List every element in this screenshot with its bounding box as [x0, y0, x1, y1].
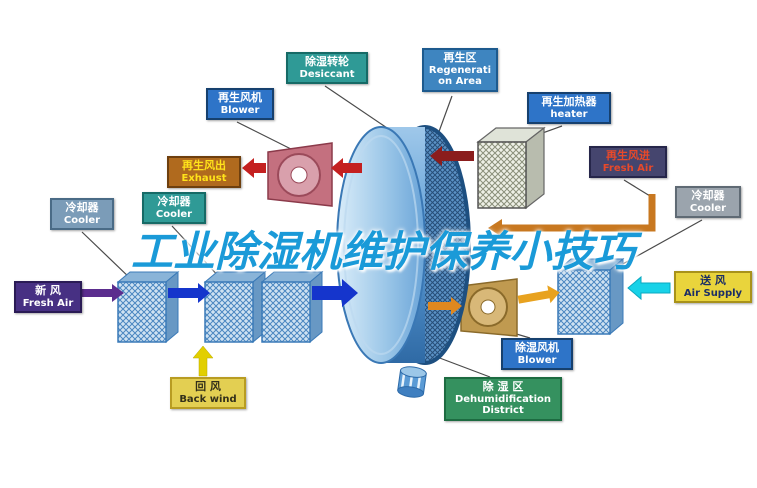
label-desiccant-rotor-en: Desiccant — [299, 68, 355, 80]
label-cooler-mid-left-zh: 冷却器 — [157, 195, 191, 208]
label-regen-area-zh: 再生区 — [443, 51, 477, 64]
label-fresh-air: 新 风 Fresh Air — [14, 281, 82, 314]
coil-left-3 — [260, 270, 324, 344]
regen-fan — [267, 142, 333, 207]
label-dehum-blower: 除湿风机 Blower — [501, 338, 573, 371]
label-dehum-area-zh: 除 湿 区 — [482, 380, 524, 393]
arrow-exhaust-red — [242, 158, 266, 178]
label-dehum-blower-en: Blower — [517, 354, 557, 366]
label-regen-exhaust-zh: 再生风出 — [182, 159, 226, 172]
label-regen-heater-en: heater — [550, 108, 588, 120]
label-dehum-area-en2: District — [482, 405, 524, 417]
label-cooler-right: 冷却器 Cooler — [675, 186, 741, 219]
label-desiccant-rotor-zh: 除湿转轮 — [305, 55, 349, 68]
label-cooler-mid-left-en: Cooler — [155, 208, 193, 220]
label-regen-air-in-zh: 再生风进 — [606, 149, 650, 162]
label-regen-heater-zh: 再生加热器 — [541, 95, 597, 108]
label-dehum-blower-zh: 除湿风机 — [515, 341, 559, 354]
arrow-fresh-air-purple — [82, 284, 124, 302]
label-regen-area-en2: on Area — [438, 76, 482, 88]
label-back-wind: 回 风 Back wind — [170, 377, 246, 410]
label-fresh-air-en: Fresh Air — [22, 297, 74, 309]
coil-left-1 — [116, 270, 180, 344]
arrow-process-blue-1 — [168, 283, 210, 303]
label-regen-blower: 再生风机 Blower — [206, 88, 274, 121]
regen-heater-box — [476, 126, 546, 210]
label-back-wind-en: Back wind — [179, 393, 237, 405]
label-cooler-right-zh: 冷却器 — [691, 189, 725, 202]
label-regen-exhaust: 再生风出 Exhaust — [167, 156, 241, 189]
label-cooler-far-left-zh: 冷却器 — [65, 201, 99, 214]
arrow-rotor-to-fan-red — [331, 158, 362, 178]
page-title: 工业除湿机维护保养小技巧 — [130, 227, 635, 276]
label-desiccant-rotor: 除湿转轮 Desiccant — [286, 52, 368, 85]
arrow-air-supply-cyan — [627, 275, 671, 301]
label-regen-blower-zh: 再生风机 — [218, 91, 262, 104]
supply-fan — [460, 278, 518, 337]
coil-right — [556, 257, 625, 336]
label-cooler-far-left: 冷却器 Cooler — [50, 198, 114, 231]
label-regen-blower-en: Blower — [220, 104, 260, 116]
label-air-supply-en: Air Supply — [683, 287, 743, 299]
arrow-fan-to-coil-gold — [517, 285, 560, 304]
label-back-wind-zh: 回 风 — [195, 380, 221, 393]
label-regen-area-en1: Regenerati — [428, 64, 492, 76]
label-regen-exhaust-en: Exhaust — [181, 172, 227, 184]
label-fresh-air-zh: 新 风 — [35, 284, 61, 297]
label-dehum-area-en1: Dehumidification — [454, 393, 552, 405]
arrow-process-blue-big — [312, 279, 358, 307]
callout-lines — [81, 85, 703, 378]
rotor-drum — [397, 366, 427, 398]
label-cooler-right-en: Cooler — [689, 202, 727, 214]
arrow-return-yellow-up — [192, 345, 214, 377]
label-regen-air-in-en: Fresh Air — [602, 162, 654, 174]
label-air-supply: 送 风 Air Supply — [674, 271, 752, 304]
arrow-regen-intake-orange — [488, 194, 656, 237]
label-regen-area: 再生区 Regenerati on Area — [422, 48, 498, 92]
label-cooler-mid-left: 冷却器 Cooler — [142, 192, 206, 225]
arrow-heater-to-rotor-maroon — [430, 146, 474, 166]
label-dehum-area: 除 湿 区 Dehumidification District — [444, 377, 562, 421]
label-regen-air-in: 再生风进 Fresh Air — [589, 146, 667, 179]
coil-left-2 — [203, 270, 267, 344]
label-cooler-far-left-en: Cooler — [63, 214, 101, 226]
arrow-rotor-to-supplyfan-orange — [428, 297, 462, 315]
label-air-supply-zh: 送 风 — [700, 274, 726, 287]
label-regen-heater: 再生加热器 heater — [527, 92, 611, 125]
